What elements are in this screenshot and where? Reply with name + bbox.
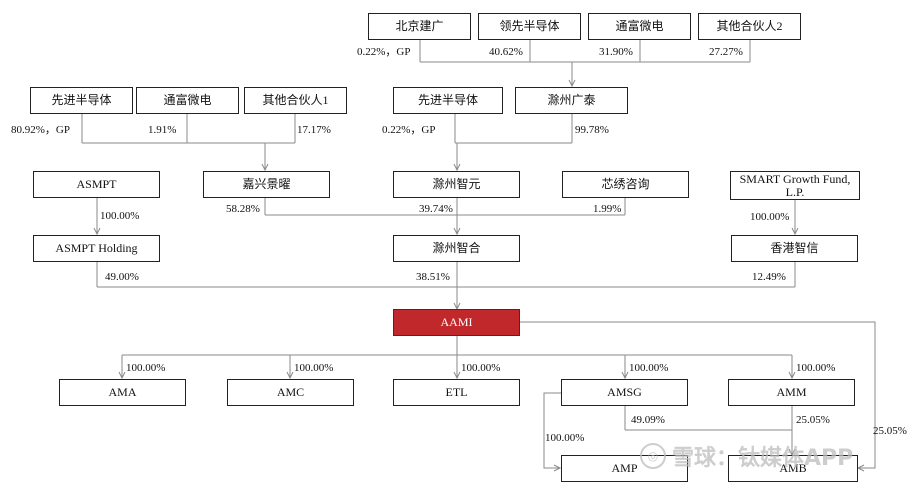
pct-beijing-gp: 0.22%，GP <box>357 46 411 58</box>
entity-xianjin-mid: 先进半导体 <box>393 87 503 114</box>
entity-chuzhou-zhihe: 滁州智合 <box>393 235 520 262</box>
entity-amp: AMP <box>561 455 688 482</box>
entity-xinxiu-consulting: 芯绣咨询 <box>562 171 689 198</box>
entity-lingxian-semiconductor: 领先半导体 <box>478 13 581 40</box>
entity-amb: AMB <box>728 455 858 482</box>
entity-hk-zhixin: 香港智信 <box>731 235 858 262</box>
entity-asmpt: ASMPT <box>33 171 160 198</box>
pct-partner1: 17.17% <box>297 124 331 136</box>
pct-asmpt-to-holding: 100.00% <box>100 210 140 222</box>
pct-xianjin-left-gp: 80.92%，GP <box>11 124 70 136</box>
entity-amsg: AMSG <box>561 379 688 406</box>
pct-hk-to-aami: 12.49% <box>752 271 786 283</box>
entity-amc: AMC <box>227 379 354 406</box>
entity-tongfu-left: 通富微电 <box>136 87 239 114</box>
pct-amsg-to-amp: 100.00% <box>545 432 585 444</box>
watermark: ◎ 雪球：钛媒体APP <box>640 440 853 472</box>
pct-tongfu-left: 1.91% <box>148 124 177 136</box>
pct-guangtai: 99.78% <box>575 124 609 136</box>
entity-chuzhou-guangtai: 滁州广泰 <box>515 87 628 114</box>
pct-xinxiu: 1.99% <box>593 203 622 215</box>
pct-aami-to-amb: 25.05% <box>873 425 907 437</box>
pct-ama: 100.00% <box>126 362 166 374</box>
entity-chuzhou-zhiyuan: 滁州智元 <box>393 171 520 198</box>
pct-zhiyuan: 39.74% <box>419 203 453 215</box>
pct-amsg-to-amb: 49.09% <box>631 414 665 426</box>
pct-amsg: 100.00% <box>629 362 669 374</box>
pct-amc: 100.00% <box>294 362 334 374</box>
pct-etl: 100.00% <box>461 362 501 374</box>
pct-amm-to-amb: 25.05% <box>796 414 830 426</box>
pct-xianjin-mid-gp: 0.22%，GP <box>382 124 436 136</box>
snowball-logo-icon: ◎ <box>640 443 666 469</box>
pct-zhihe-to-aami: 38.51% <box>416 271 450 283</box>
watermark-text: 雪球：钛媒体APP <box>672 446 854 471</box>
pct-smart-to-hk: 100.00% <box>750 211 790 223</box>
pct-tongfu-top: 31.90% <box>599 46 633 58</box>
entity-jiaxing-jingyao: 嘉兴景曜 <box>203 171 330 198</box>
pct-holding-to-aami: 49.00% <box>105 271 139 283</box>
pct-amm: 100.00% <box>796 362 836 374</box>
entity-xianjin-left: 先进半导体 <box>30 87 133 114</box>
pct-jiaxing: 58.28% <box>226 203 260 215</box>
entity-ama: AMA <box>59 379 186 406</box>
entity-smart-growth-fund: SMART Growth Fund, L.P. <box>730 171 860 200</box>
pct-lingxian: 40.62% <box>489 46 523 58</box>
entity-beijing-jianguang: 北京建广 <box>368 13 471 40</box>
entity-etl: ETL <box>393 379 520 406</box>
pct-partner2: 27.27% <box>709 46 743 58</box>
entity-asmpt-holding: ASMPT Holding <box>33 235 160 262</box>
entity-partner1: 其他合伙人1 <box>244 87 347 114</box>
entity-amm: AMM <box>728 379 855 406</box>
entity-partner2: 其他合伙人2 <box>698 13 801 40</box>
entity-tongfu-top: 通富微电 <box>588 13 691 40</box>
entity-aami: AAMI <box>393 309 520 336</box>
